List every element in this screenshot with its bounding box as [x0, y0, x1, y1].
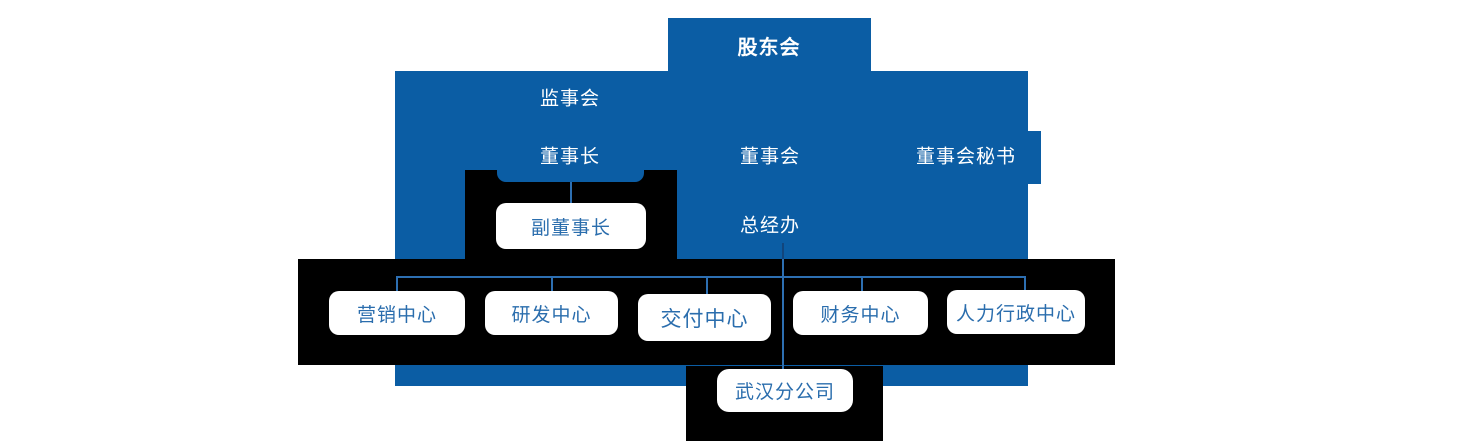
hr-admin-center-node-label: 人力行政中心: [955, 302, 1076, 325]
board-of-directors-label: 董事会: [739, 145, 801, 168]
chairman-tab-shape: [497, 166, 644, 182]
finance-center-node-label: 财务中心: [820, 303, 901, 326]
vice-chairman-node[interactable]: 副董事长: [496, 203, 646, 249]
board-secretary-label: 董事会秘书: [915, 145, 1017, 168]
marketing-center-node-label: 营销中心: [356, 303, 437, 326]
delivery-center-node-label: 交付中心: [660, 306, 749, 331]
shareholders-tab-shape: [668, 18, 871, 71]
rnd-center-node[interactable]: 研发中心: [485, 291, 618, 335]
connector-gm-office-upper: [782, 243, 784, 259]
rnd-center-node-label: 研发中心: [511, 303, 592, 326]
shareholders-meeting-label: 股东会: [737, 35, 801, 59]
connector-drop-rnd: [551, 276, 553, 291]
connector-drop-marketing: [396, 276, 398, 291]
connector-drop-delivery: [706, 276, 708, 294]
connector-drop-finance: [861, 276, 863, 291]
chairman-label: 董事长: [539, 145, 601, 168]
wuhan-branch-node-label: 武汉分公司: [734, 381, 835, 403]
gm-office-label: 总经办: [739, 214, 801, 237]
hr-admin-center-node[interactable]: 人力行政中心: [947, 290, 1085, 334]
right-edge-tab-shape: [1028, 131, 1041, 184]
marketing-center-node[interactable]: 营销中心: [329, 291, 465, 335]
vice-chairman-node-label: 副董事长: [530, 216, 611, 239]
wuhan-branch-node[interactable]: 武汉分公司: [717, 369, 853, 412]
connector-gm-office-to-wuhan: [782, 259, 784, 369]
connector-horizontal-centers: [397, 276, 1026, 278]
finance-center-node[interactable]: 财务中心: [793, 291, 928, 335]
delivery-center-node[interactable]: 交付中心: [638, 294, 771, 341]
supervisory-board-label: 监事会: [539, 87, 601, 110]
connector-drop-hr-admin: [1024, 276, 1026, 290]
connector-chairman-to-vice-chairman: [570, 182, 572, 203]
